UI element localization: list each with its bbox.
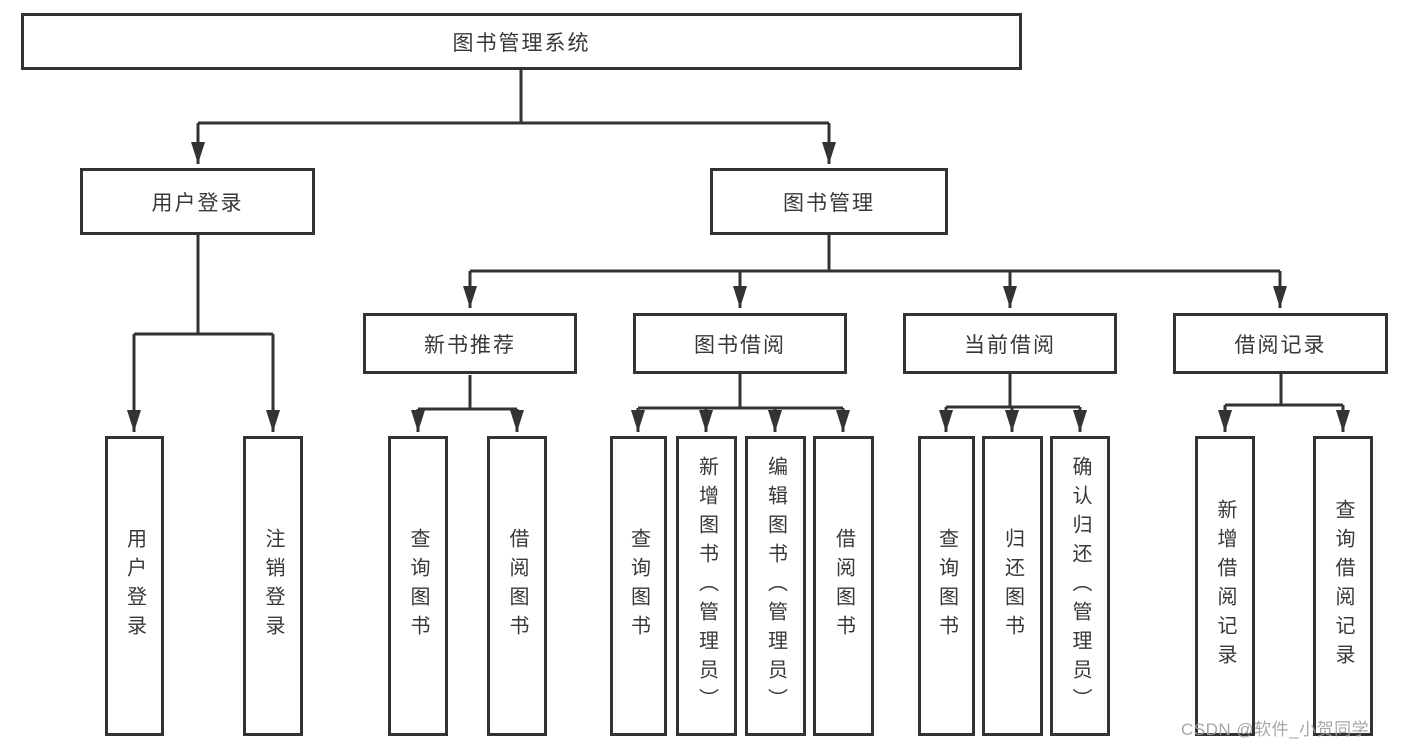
leaf-bb-add-book-admin-label: 新增图书（管理员） — [695, 455, 718, 717]
node-root-label: 图书管理系统 — [452, 31, 591, 55]
connector-root — [191, 70, 836, 164]
leaf-user-login-label: 用户登录 — [123, 528, 146, 644]
leaf-bb-borrow-book: 借阅图书 — [813, 436, 874, 736]
leaf-user-login: 用户登录 — [105, 436, 164, 736]
node-user-login-label: 用户登录 — [151, 191, 244, 215]
node-book-management: 图书管理 — [710, 168, 948, 235]
node-borrow-records-label: 借阅记录 — [1234, 333, 1327, 357]
leaf-bb-add-book-admin: 新增图书（管理员） — [676, 436, 737, 736]
watermark: CSDN @软件_小贺同学 — [1181, 720, 1370, 739]
leaf-cb-query-book-label: 查询图书 — [935, 528, 958, 644]
leaf-cb-return-book-label: 归还图书 — [1001, 528, 1024, 644]
node-new-book-recommend-label: 新书推荐 — [424, 333, 516, 357]
leaf-br-query-record: 查询借阅记录 — [1313, 436, 1373, 736]
node-borrow-records: 借阅记录 — [1173, 313, 1388, 374]
leaf-cb-query-book: 查询图书 — [918, 436, 975, 736]
leaf-bb-edit-book-admin-label: 编辑图书（管理员） — [764, 455, 787, 717]
connector-user-login — [127, 235, 280, 432]
leaf-bb-edit-book-admin: 编辑图书（管理员） — [745, 436, 806, 736]
leaf-cb-return-book: 归还图书 — [982, 436, 1043, 736]
connector-new-book-recommend — [411, 375, 524, 432]
connector-book-management — [463, 235, 1287, 308]
node-user-login: 用户登录 — [80, 168, 315, 235]
node-root: 图书管理系统 — [21, 13, 1022, 70]
leaf-cb-confirm-return-admin: 确认归还（管理员） — [1050, 436, 1110, 736]
node-book-management-label: 图书管理 — [783, 191, 875, 215]
node-book-borrow-label: 图书借阅 — [694, 333, 786, 357]
leaf-br-add-record: 新增借阅记录 — [1195, 436, 1255, 736]
leaf-nb-borrow-book-label: 借阅图书 — [506, 528, 528, 644]
node-new-book-recommend: 新书推荐 — [363, 313, 577, 374]
connector-borrow-records — [1218, 374, 1350, 432]
node-current-borrow-label: 当前借阅 — [964, 333, 1056, 357]
leaf-logout: 注销登录 — [243, 436, 303, 736]
leaf-logout-label: 注销登录 — [262, 528, 284, 644]
connector-current-borrow — [939, 374, 1087, 432]
leaf-cb-confirm-return-admin-label: 确认归还（管理员） — [1069, 455, 1091, 717]
leaf-bb-borrow-book-label: 借阅图书 — [832, 528, 855, 644]
leaf-bb-query-book: 查询图书 — [610, 436, 667, 736]
leaf-br-add-record-label: 新增借阅记录 — [1214, 499, 1236, 673]
leaf-nb-query-book: 查询图书 — [388, 436, 448, 736]
node-book-borrow: 图书借阅 — [633, 313, 847, 374]
connector-book-borrow — [631, 374, 850, 432]
leaf-br-query-record-label: 查询借阅记录 — [1332, 499, 1354, 673]
leaf-bb-query-book-label: 查询图书 — [627, 528, 650, 644]
leaf-nb-query-book-label: 查询图书 — [407, 528, 429, 644]
leaf-nb-borrow-book: 借阅图书 — [487, 436, 547, 736]
node-current-borrow: 当前借阅 — [903, 313, 1117, 374]
